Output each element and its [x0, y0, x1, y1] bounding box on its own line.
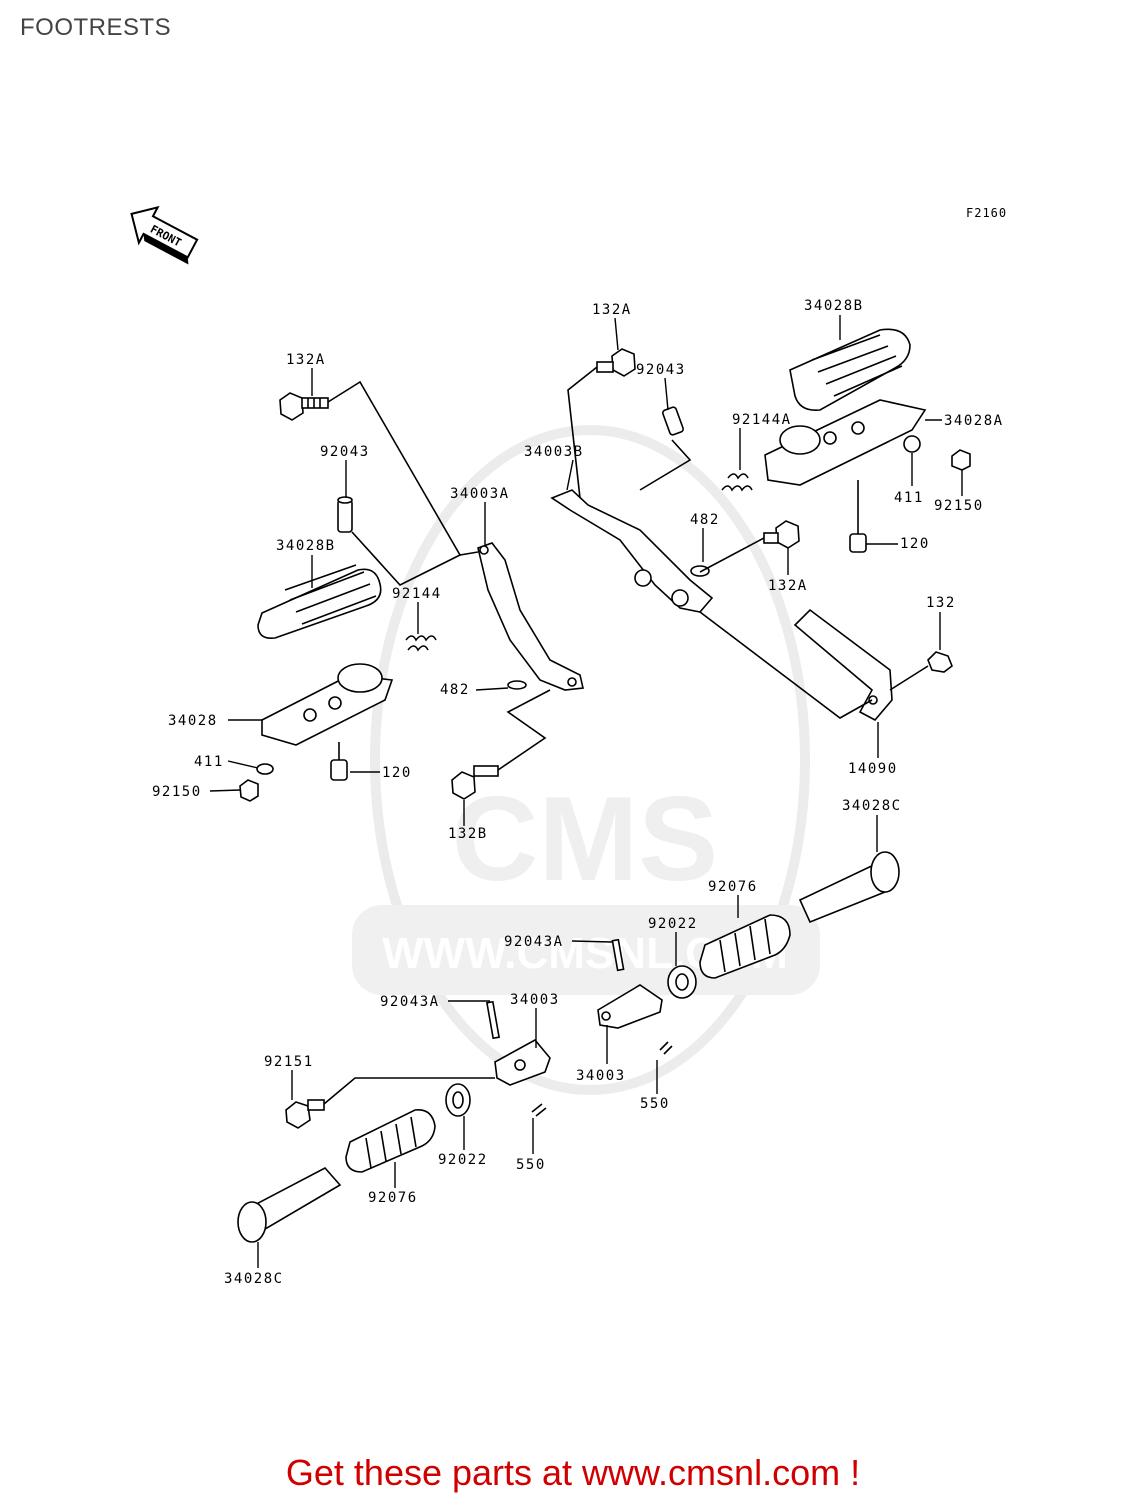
label-132a-right: 132A	[768, 578, 808, 594]
spring-92144-left-icon	[405, 635, 437, 652]
bolt-132-icon	[927, 651, 953, 673]
bolt-132b-icon	[451, 765, 499, 800]
bolt-120-left-icon	[330, 742, 348, 781]
spring-92144a-icon	[721, 473, 753, 492]
clip-482-left-icon	[507, 680, 527, 690]
label-132a-top: 132A	[592, 302, 632, 318]
part-labels: 132A 92043 34028B 92144 34003A 34028 411…	[152, 298, 1004, 1287]
label-92043a-left: 92043A	[380, 994, 440, 1010]
label-92022-left: 92022	[438, 1152, 488, 1168]
front-arrow-icon: FRONT	[130, 205, 199, 265]
label-132b: 132B	[448, 826, 488, 842]
clevis-34003-upper-icon	[597, 984, 663, 1029]
label-34028c-right: 34028C	[842, 798, 902, 814]
label-92043-left: 92043	[320, 444, 370, 460]
label-482-left: 482	[440, 682, 470, 698]
label-92043-top: 92043	[636, 362, 686, 378]
label-34028b-right: 34028B	[804, 298, 864, 314]
label-92022-right: 92022	[648, 916, 698, 932]
right-upper-assembly	[550, 328, 971, 722]
pin-92043a-right-icon	[611, 938, 625, 972]
washer-411-left-icon	[256, 763, 274, 775]
bracket-34003a-icon	[477, 542, 584, 691]
bolt-92150-left-icon	[239, 779, 259, 802]
label-92150-right: 92150	[934, 498, 984, 514]
bolt-132a-right-icon	[763, 520, 800, 549]
bolt-92151-icon	[285, 1099, 325, 1129]
pin-92043-top-icon	[662, 406, 684, 436]
label-92144a: 92144A	[732, 412, 792, 428]
label-92043a-right: 92043A	[504, 934, 564, 950]
left-assembly	[239, 380, 584, 802]
label-34028a: 34028A	[944, 413, 1004, 429]
label-550-left: 550	[516, 1157, 546, 1173]
footer-link-text[interactable]: Get these parts at www.cmsnl.com !	[285, 1452, 861, 1493]
label-92144-left: 92144	[392, 586, 442, 602]
label-120-left: 120	[382, 765, 412, 781]
label-92150-left: 92150	[152, 784, 202, 800]
figure-code: F2160	[966, 206, 1008, 220]
bracket-34003b-icon	[550, 489, 714, 613]
clip-482-right-icon	[690, 565, 710, 577]
bolt-92150-right-icon	[951, 449, 971, 471]
pin-92043-left-icon	[337, 496, 353, 533]
peg-34028c-left-icon	[237, 1166, 342, 1243]
label-34003-lower: 34003	[576, 1068, 626, 1084]
label-14090: 14090	[848, 761, 898, 777]
label-482-right: 482	[690, 512, 720, 528]
label-92151: 92151	[264, 1054, 314, 1070]
label-34003-upper: 34003	[510, 992, 560, 1008]
watermark: CMS WWW.CMSNL.COM	[352, 425, 820, 1095]
bolt-120-right-icon	[849, 480, 867, 553]
bolt-132a-left-icon	[279, 392, 329, 421]
grip-92076-right-icon	[699, 914, 791, 979]
footrest-34028-icon	[261, 663, 394, 746]
label-92076-left: 92076	[368, 1190, 418, 1206]
watermark-brand: CMS	[452, 772, 719, 906]
bolt-132a-top-icon	[596, 348, 636, 377]
cotter-pin-550-right-icon	[659, 1041, 673, 1055]
label-34003a: 34003A	[450, 486, 510, 502]
pin-92043a-left-icon	[485, 1000, 501, 1040]
grip-92076-left-icon	[345, 1109, 436, 1173]
label-132a-left: 132A	[286, 352, 326, 368]
footrest-34028a-icon	[764, 399, 927, 486]
label-34028: 34028	[168, 713, 218, 729]
washer-411-right-icon	[903, 435, 921, 453]
label-92076-right: 92076	[708, 879, 758, 895]
label-411-left: 411	[194, 754, 224, 770]
label-132: 132	[926, 595, 956, 611]
peg-34028c-right-icon	[798, 851, 900, 924]
label-550-right: 550	[640, 1096, 670, 1112]
label-34028c-left: 34028C	[224, 1271, 284, 1287]
rubber-34028b-right-icon	[789, 328, 911, 412]
page-title: FOOTRESTS	[20, 14, 172, 41]
clevis-34003-lower-icon	[494, 1038, 551, 1086]
label-411-right: 411	[894, 490, 924, 506]
label-34028b-left: 34028B	[276, 538, 336, 554]
cotter-pin-550-left-icon	[531, 1103, 547, 1117]
label-120-right: 120	[900, 536, 930, 552]
guard-14090-icon	[793, 608, 893, 722]
lower-assembly	[237, 851, 900, 1243]
rubber-34028b-left-icon	[257, 564, 382, 640]
label-34003b: 34003B	[524, 444, 584, 460]
